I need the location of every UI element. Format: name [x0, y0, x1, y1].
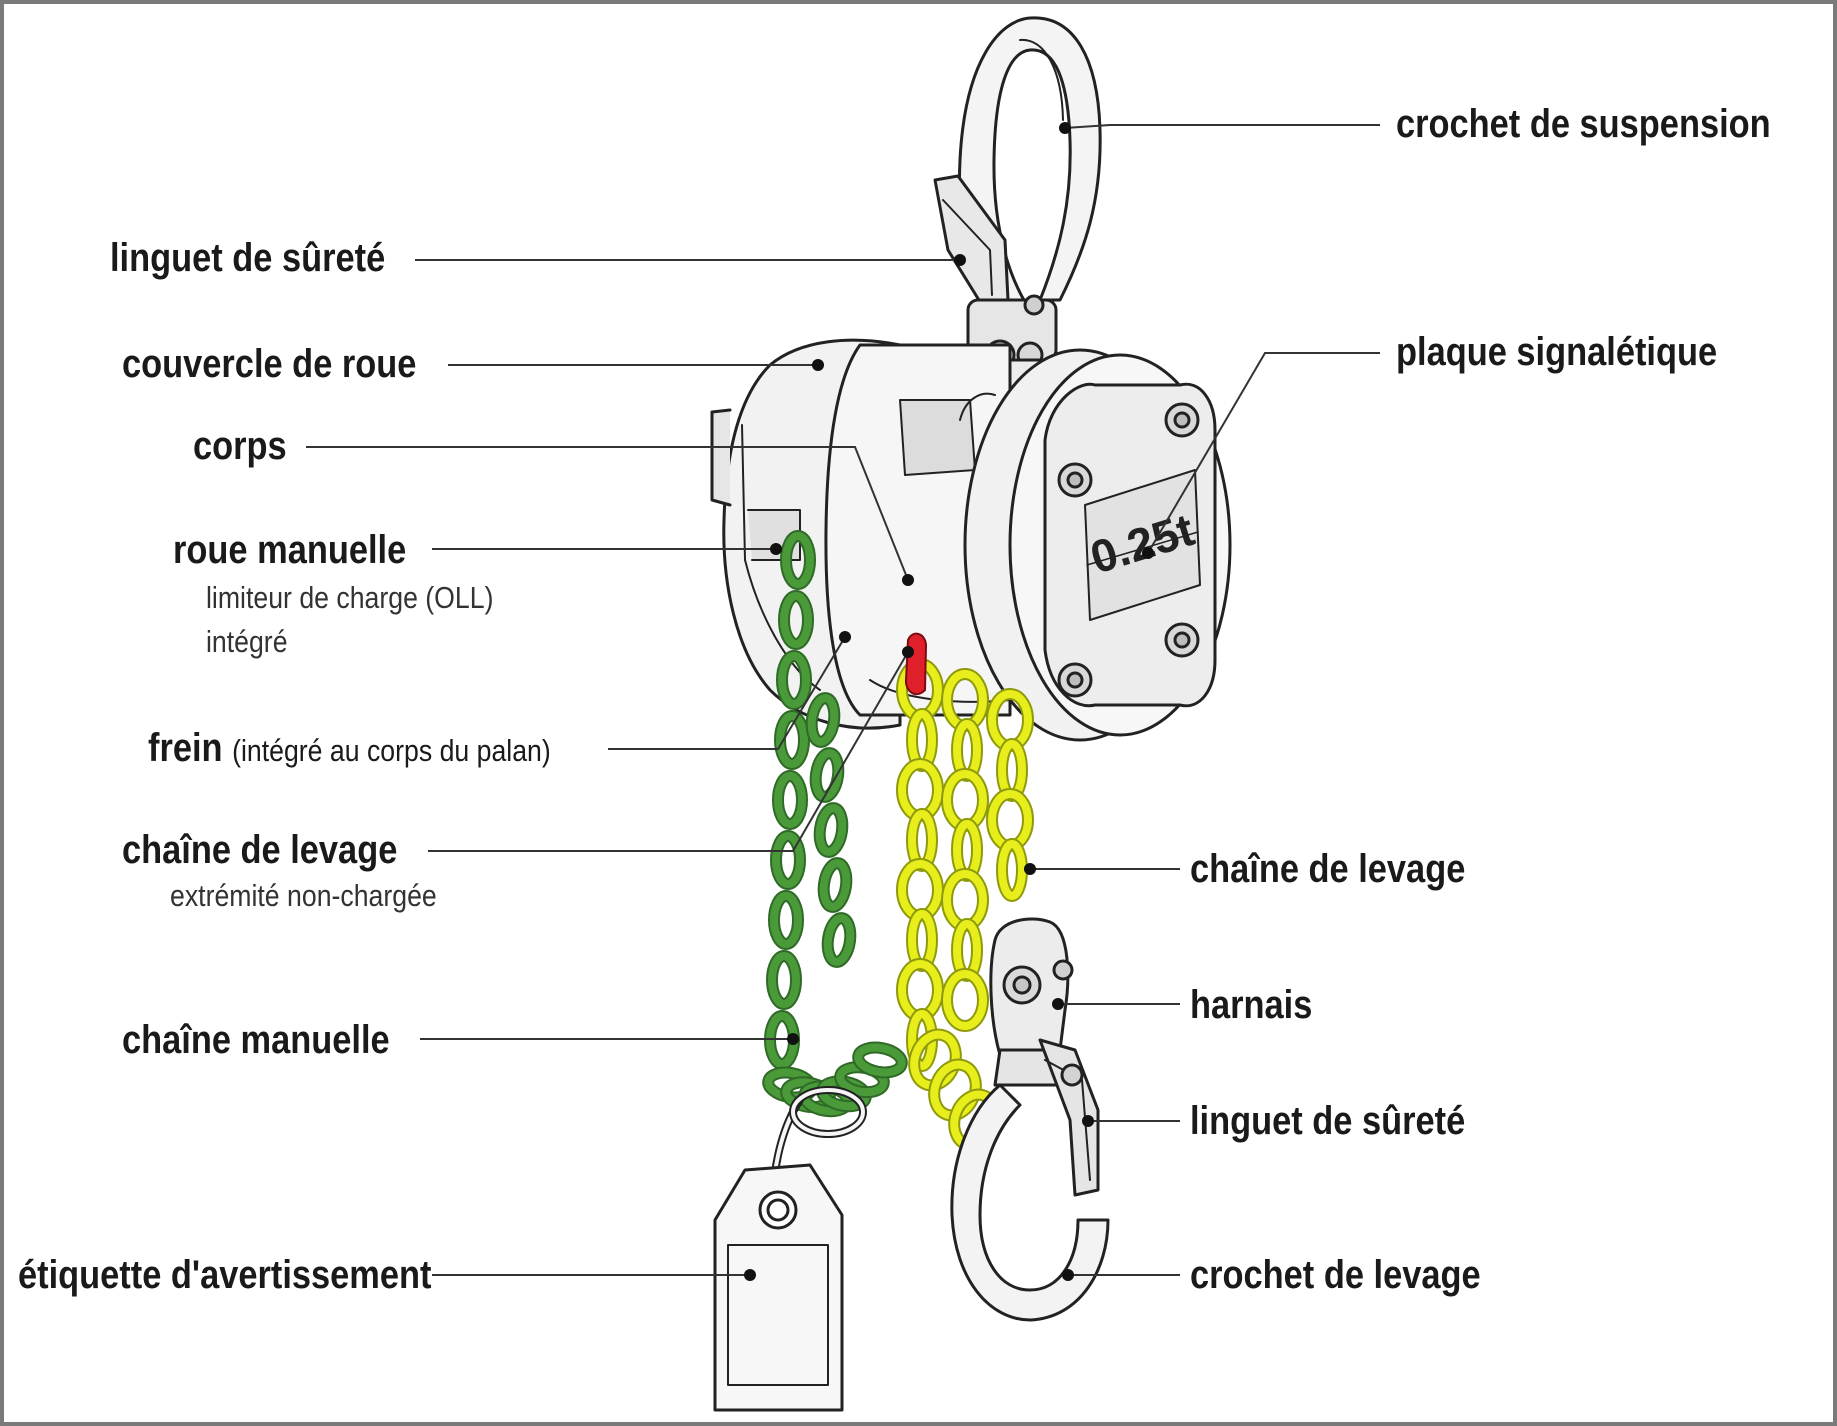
- load-chain: [896, 658, 1034, 1152]
- label-roue-manuelle: roue manuelle: [173, 528, 407, 572]
- label-crochet-levage: crochet de levage: [1190, 1253, 1481, 1297]
- chain-link: [774, 772, 806, 828]
- chain-link: [776, 712, 808, 768]
- chain-link: [768, 952, 800, 1008]
- leader-plaque: [1147, 352, 1380, 554]
- top-safety-latch: [933, 174, 1010, 307]
- chain-link: [823, 914, 855, 966]
- leader-crochet-suspension: [1064, 124, 1380, 129]
- label-etiquette: étiquette d'avertissement: [18, 1253, 432, 1297]
- hoist-body: [824, 343, 1012, 717]
- label-chaine-manuelle: chaîne manuelle: [122, 1018, 390, 1062]
- label-crochet-suspension: crochet de suspension: [1396, 102, 1771, 146]
- label-couvercle: couvercle de roue: [122, 342, 417, 386]
- label-plaque: plaque signalétique: [1396, 330, 1718, 374]
- chain-link: [854, 1043, 906, 1077]
- label-roue-manuelle-sub1: limiteur de charge (OLL): [206, 580, 494, 615]
- leader-corps: [306, 446, 909, 581]
- chain-link: [943, 970, 987, 1030]
- label-corps: corps: [193, 424, 287, 468]
- label-linguet-top: linguet de sûreté: [110, 236, 386, 280]
- chain-link: [778, 652, 810, 708]
- label-harnais: harnais: [1190, 983, 1313, 1027]
- label-roue-manuelle-sub2: intégré: [206, 624, 288, 659]
- chain-link: [772, 832, 804, 888]
- label-linguet-bottom: linguet de sûreté: [1190, 1099, 1466, 1143]
- chain-link: [782, 532, 814, 588]
- label-frein: frein (intégré au corps du palan): [148, 726, 551, 773]
- chain-link: [819, 859, 851, 911]
- label-chaine-levage-left-sub: extrémité non-chargée: [170, 878, 437, 913]
- leader-chaine-levage-left: [428, 651, 909, 852]
- chain-link: [998, 840, 1026, 900]
- right-housing: [963, 348, 1232, 742]
- label-chaine-levage-right: chaîne de levage: [1190, 847, 1466, 891]
- label-chaine-levage-left: chaîne de levage: [122, 828, 398, 872]
- label-frein-sub: (intégré au corps du palan): [232, 733, 551, 768]
- chain-link: [815, 804, 847, 856]
- warning-tag: [713, 1086, 867, 1412]
- chain-link: [780, 592, 812, 648]
- label-frein-main: frein: [148, 726, 223, 770]
- lifting-hook: [950, 1038, 1110, 1322]
- chain-link: [770, 892, 802, 948]
- chain-anchor: [904, 632, 927, 696]
- leader-frein: [608, 636, 846, 750]
- chain-link: [807, 694, 839, 746]
- bottom-block-harness: [989, 917, 1074, 1087]
